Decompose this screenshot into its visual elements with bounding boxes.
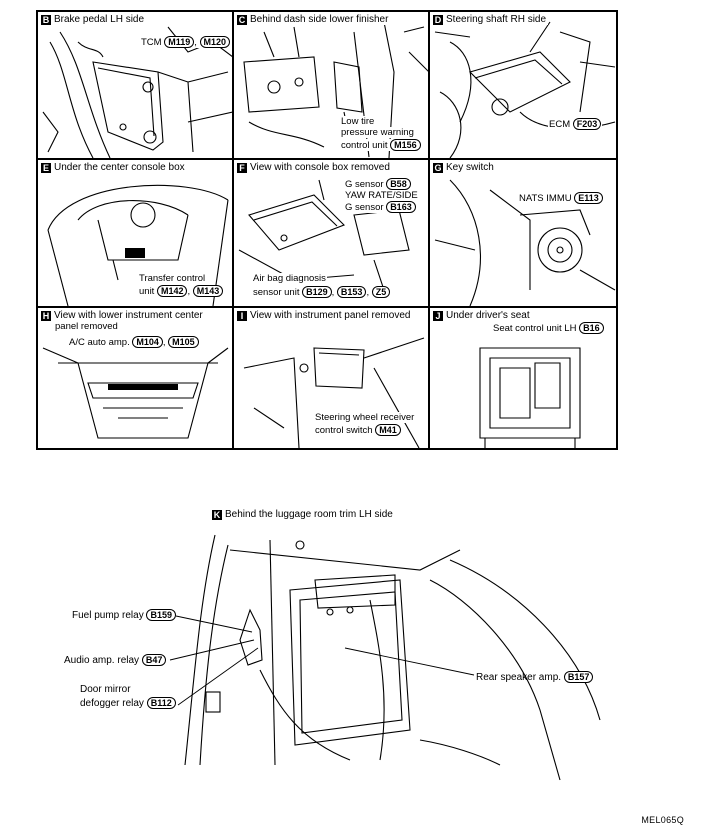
connector-m104: M104 bbox=[132, 336, 163, 348]
airbag-label-1: Air bag diagnosis bbox=[252, 273, 327, 284]
connector-m41: M41 bbox=[375, 424, 401, 436]
low-tire-label-2: pressure warning bbox=[340, 127, 415, 138]
door-mirror-label-1: Door mirror bbox=[80, 684, 131, 695]
panel-e-letter: E bbox=[41, 162, 51, 173]
nats-immu-label: NATS IMMU E113 bbox=[518, 192, 604, 204]
panel-c-letter: C bbox=[237, 14, 247, 25]
panel-h-illustration bbox=[42, 347, 229, 439]
connector-m119: M119 bbox=[164, 36, 195, 48]
panel-b-illustration bbox=[42, 26, 232, 158]
connector-b153: B153 bbox=[336, 286, 367, 298]
seat-control-label: Seat control unit LH B16 bbox=[492, 322, 605, 334]
ac-auto-amp-label: A/C auto amp. M104, M105 bbox=[68, 336, 200, 348]
connector-b112: B112 bbox=[146, 697, 176, 709]
panel-j-letter: J bbox=[433, 310, 443, 321]
low-tire-label-3: control unit M156 bbox=[340, 139, 422, 151]
connector-b58: B58 bbox=[386, 178, 411, 190]
connector-b163: B163 bbox=[386, 201, 416, 213]
connector-m120: M120 bbox=[199, 36, 231, 48]
connector-b159: B159 bbox=[146, 609, 176, 621]
tcm-label: TCM M119, M120 bbox=[140, 36, 232, 48]
transfer-control-label-2: unit M142, M143 bbox=[138, 285, 225, 297]
yaw-rate-label: YAW RATE/SIDE bbox=[344, 190, 419, 201]
connector-m143: M143 bbox=[192, 285, 224, 297]
connector-m156: M156 bbox=[390, 139, 421, 151]
steering-receiver-label-1: Steering wheel receiver bbox=[314, 412, 416, 423]
panel-g-illustration bbox=[434, 179, 616, 306]
panel-d-letter: D bbox=[433, 14, 443, 25]
panel-k-illustration bbox=[169, 534, 601, 781]
connector-b47: B47 bbox=[141, 654, 167, 666]
steering-receiver-label-2: control switch M41 bbox=[314, 424, 402, 436]
g-sensor-2-label: G sensor B163 bbox=[344, 201, 417, 213]
connector-e113: E113 bbox=[574, 192, 603, 204]
panel-i-letter: I bbox=[237, 310, 247, 321]
panel-d-illustration bbox=[434, 21, 616, 158]
rear-speaker-amp-label: Rear speaker amp. B157 bbox=[476, 671, 594, 684]
low-tire-label-1: Low tire bbox=[340, 116, 376, 127]
transfer-control-label-1: Transfer control bbox=[138, 273, 207, 284]
connector-m105: M105 bbox=[168, 336, 199, 348]
door-mirror-label-2: defogger relay B112 bbox=[80, 697, 176, 710]
airbag-label-2: sensor unit B129, B153, Z5 bbox=[252, 286, 392, 298]
g-sensor-label: G sensor B58 bbox=[344, 178, 412, 190]
connector-b16: B16 bbox=[579, 322, 604, 334]
panel-k-letter: K bbox=[212, 509, 222, 520]
panel-h-title-2: panel removed bbox=[54, 321, 119, 332]
panel-i-illustration bbox=[243, 337, 425, 448]
panel-c-illustration bbox=[243, 21, 428, 158]
ecm-label: ECM F203 bbox=[548, 118, 603, 130]
connector-z5: Z5 bbox=[371, 286, 391, 298]
figure-code: MEL065Q bbox=[641, 815, 684, 825]
connector-b129: B129 bbox=[302, 286, 332, 298]
panel-h-letter: H bbox=[41, 310, 51, 321]
panel-j-illustration bbox=[479, 347, 581, 448]
fuel-pump-relay-label: Fuel pump relay B159 bbox=[72, 609, 176, 622]
connector-f203: F203 bbox=[572, 118, 602, 130]
panel-g-letter: G bbox=[433, 162, 443, 173]
panel-b-letter: B bbox=[41, 14, 51, 25]
panel-f-letter: F bbox=[237, 162, 247, 173]
connector-m142: M142 bbox=[156, 285, 188, 297]
audio-amp-relay-label: Audio amp. relay B47 bbox=[64, 654, 167, 667]
connector-b157: B157 bbox=[563, 671, 594, 683]
